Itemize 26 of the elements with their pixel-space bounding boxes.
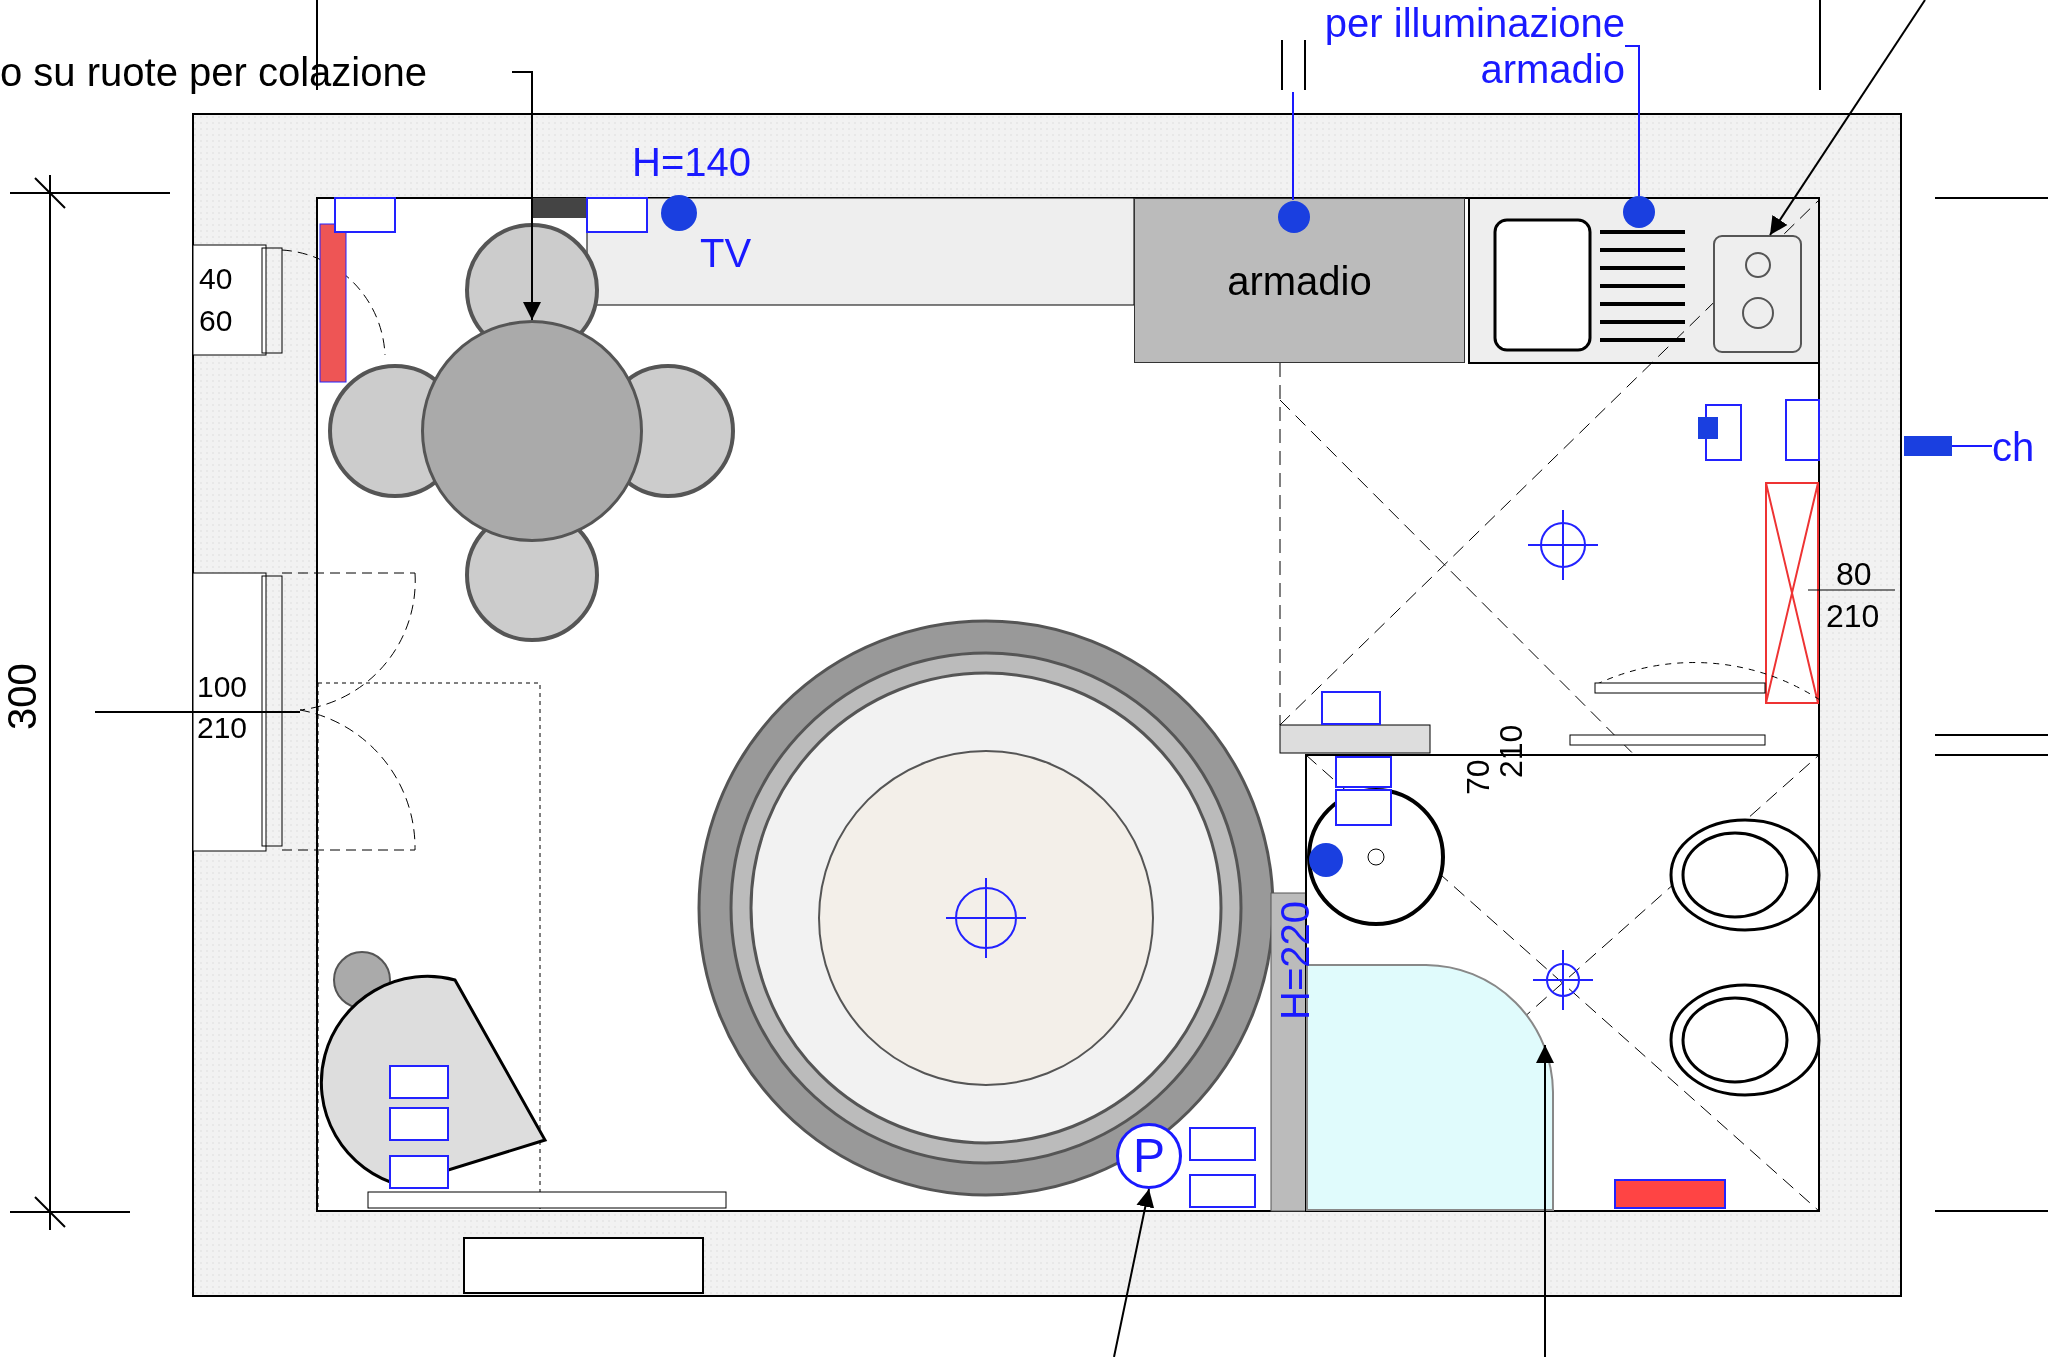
- leader-line: [1769, 0, 1926, 236]
- leader-line: [1113, 1188, 1155, 1357]
- leader-line: [1951, 445, 1993, 447]
- light-point-icon: [1278, 201, 1310, 233]
- round-table: [421, 320, 643, 542]
- socket-icon: [1904, 436, 1952, 456]
- callout-text: ch: [1992, 425, 2048, 469]
- leader-line: [1624, 45, 1640, 197]
- leader-line: [511, 71, 541, 321]
- cooktop-drawing: [1713, 235, 1802, 353]
- dimension-text: 40: [199, 264, 233, 294]
- dimension-text: 210: [1495, 724, 1527, 778]
- dimension-text: 300: [2, 663, 42, 730]
- dimension-text: 80: [1836, 558, 1872, 590]
- height-note: H=220: [1275, 901, 1315, 1020]
- dimension-text: 100: [197, 672, 248, 702]
- dimension-text: 60: [199, 306, 233, 336]
- height-note: H=140: [632, 142, 751, 182]
- dimension-text: 210: [197, 713, 248, 743]
- tv-label: TV: [700, 233, 752, 273]
- wardrobe: [1134, 198, 1465, 363]
- furniture-label: armadio: [1227, 257, 1372, 304]
- callout-text: per illuminazione armadio: [1225, 0, 1625, 92]
- dimension-text: 210: [1826, 600, 1880, 632]
- light-point-icon: [1623, 196, 1655, 228]
- dimension-text: 70: [1462, 759, 1494, 795]
